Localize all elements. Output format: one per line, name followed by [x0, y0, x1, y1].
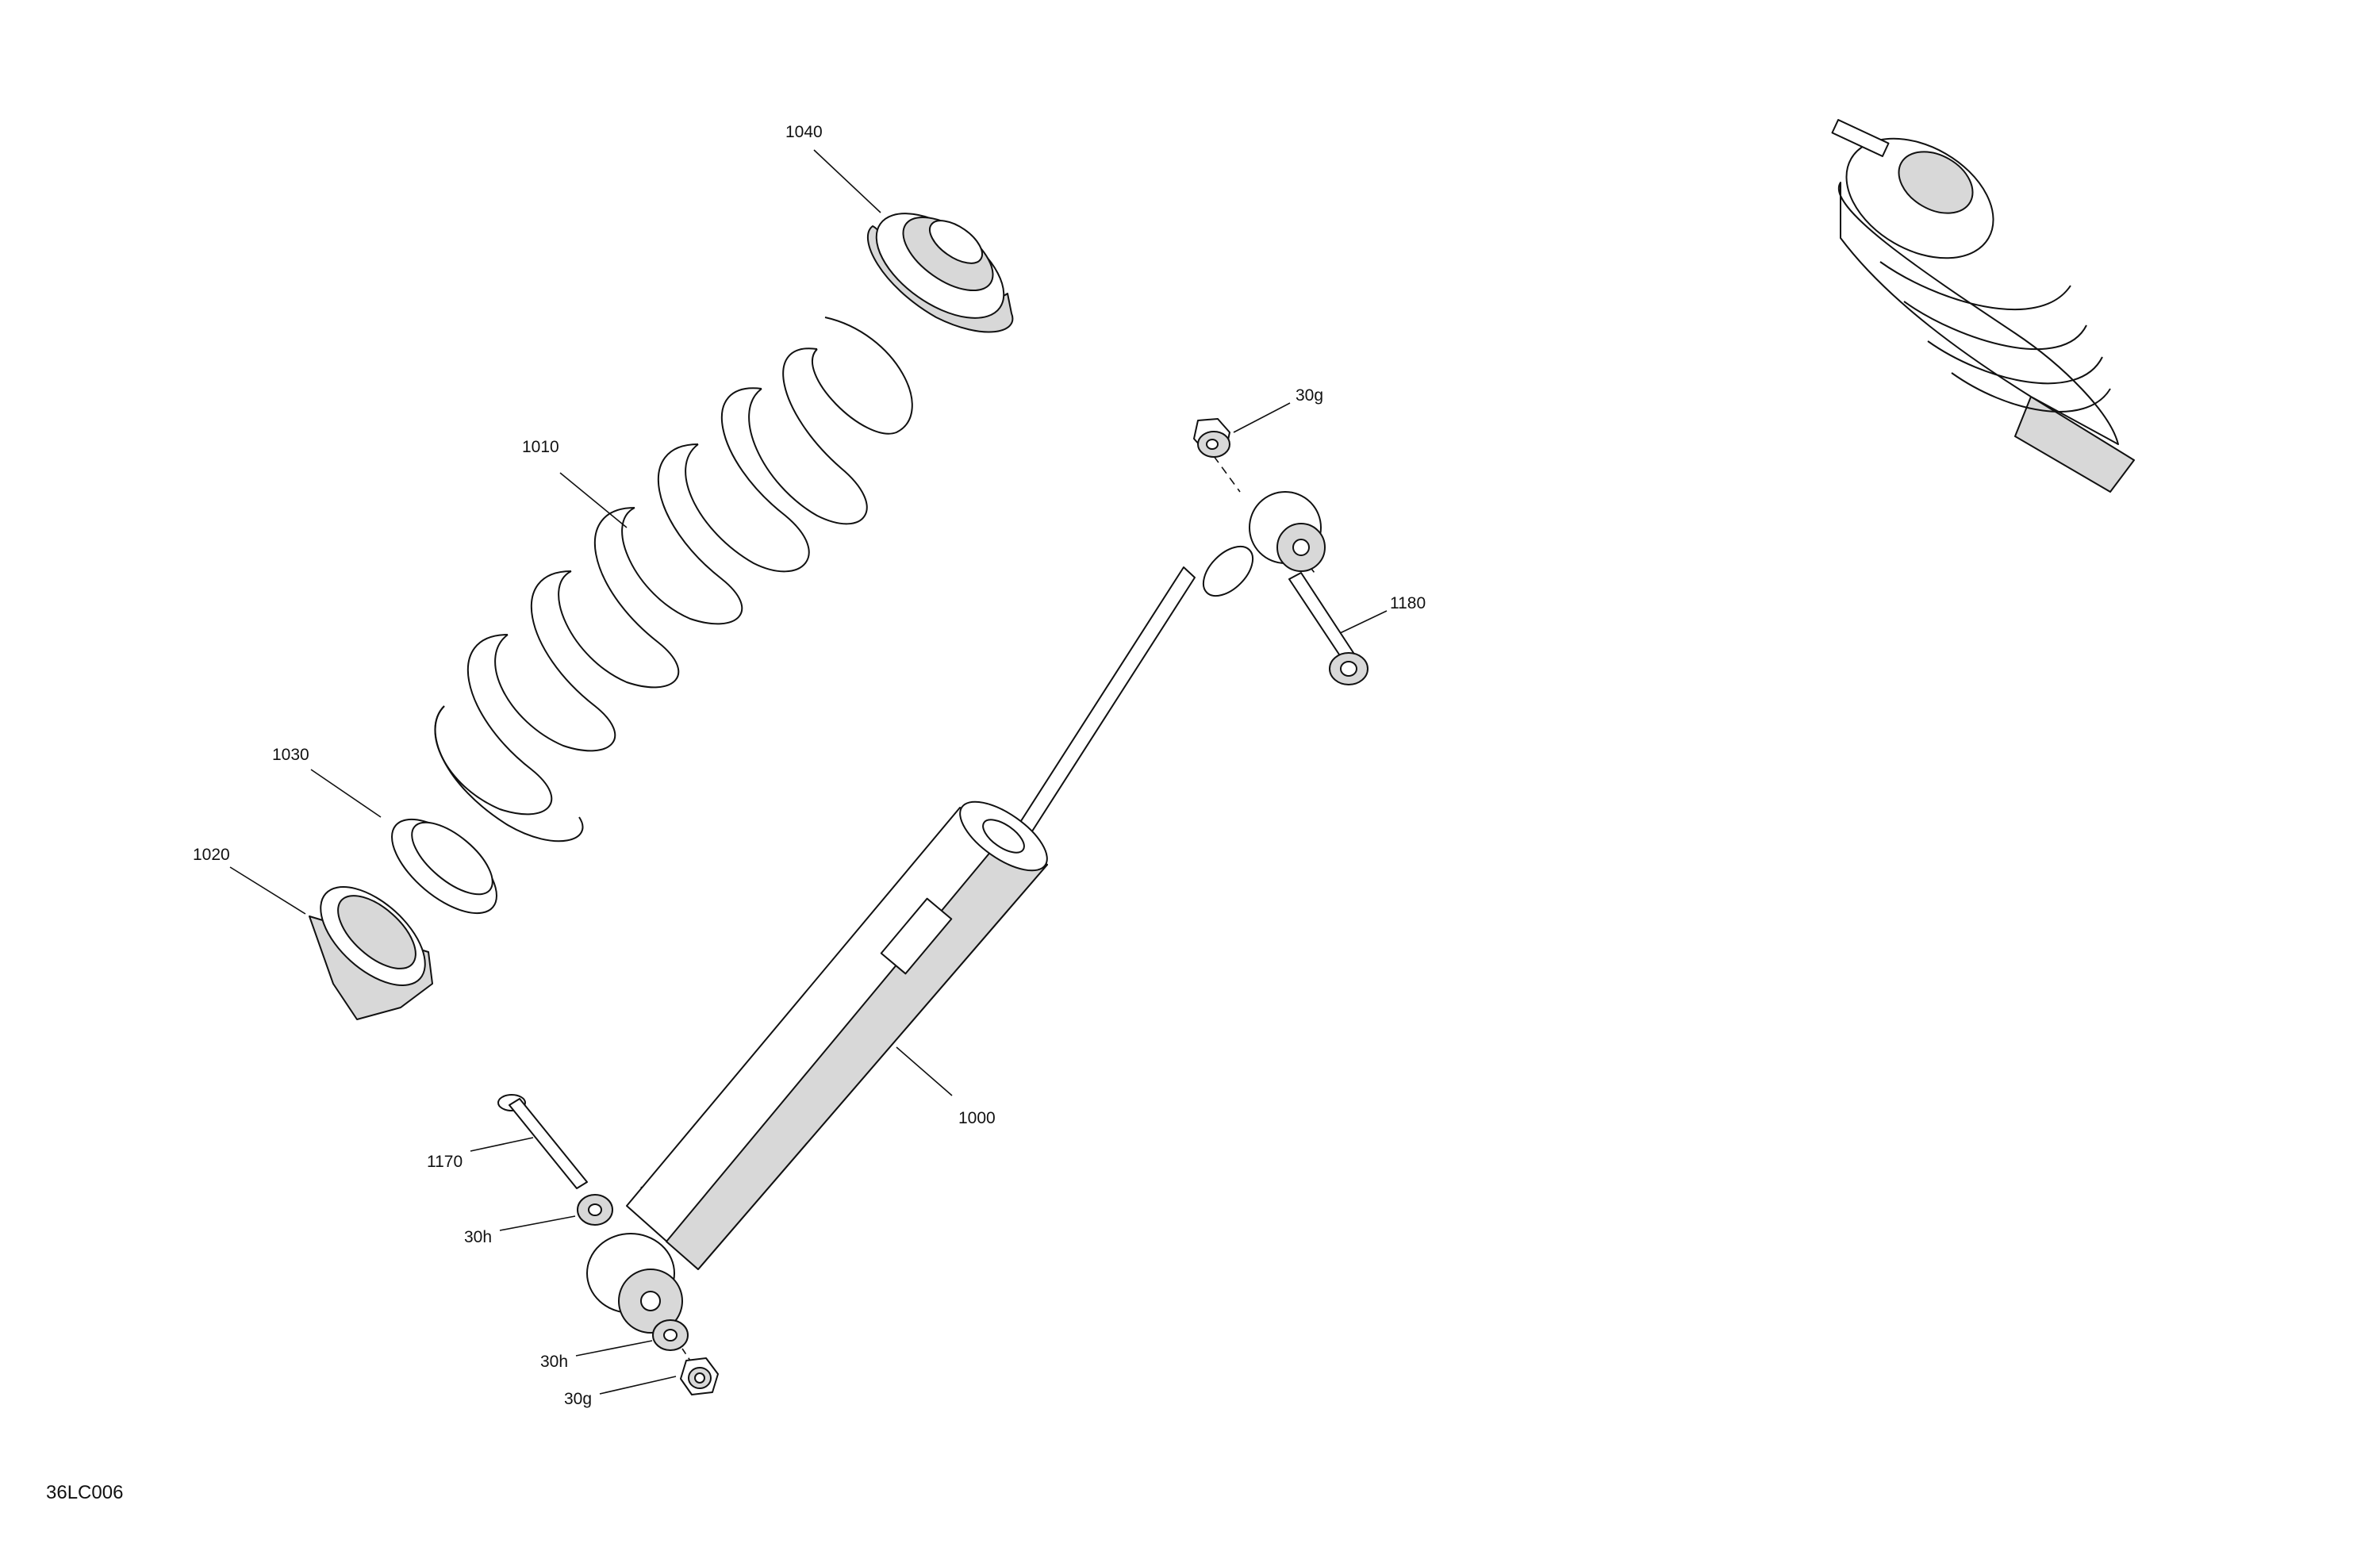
part-30g-nut-top: [1193, 418, 1230, 458]
callout-1180: 1180: [1390, 594, 1426, 612]
callout-1030: 1030: [272, 746, 309, 764]
part-1030-spring-seat: [391, 818, 497, 915]
callout-1010: 1010: [522, 438, 559, 456]
callout-30h-bottom: 30h: [540, 1353, 569, 1371]
assembled-shock-thumbnail: [1831, 119, 2135, 493]
part-30g-nut-bottom: [680, 1357, 719, 1395]
leader-lines: [229, 149, 1388, 1395]
part-30h-washer-bottom: [652, 1319, 689, 1351]
part-1010-coil-spring: [434, 317, 913, 843]
callout-1170: 1170: [427, 1153, 463, 1171]
part-1040-spring-retainer: [866, 213, 1014, 333]
callout-30g-top: 30g: [1296, 386, 1324, 405]
callout-1020: 1020: [193, 846, 230, 864]
part-1180-bolt: [1288, 572, 1368, 685]
part-1020-adjuster-collar: [309, 886, 433, 1020]
callout-30h-top: 30h: [464, 1228, 493, 1246]
document-id: 36LC006: [46, 1482, 124, 1503]
callout-30g-bottom: 30g: [564, 1390, 593, 1408]
part-30h-washer-top: [577, 1194, 613, 1226]
part-1000-shock-absorber: [586, 491, 1326, 1334]
part-1170-bolt: [497, 1094, 588, 1189]
callout-1040: 1040: [785, 123, 823, 141]
callout-1000: 1000: [958, 1109, 996, 1127]
